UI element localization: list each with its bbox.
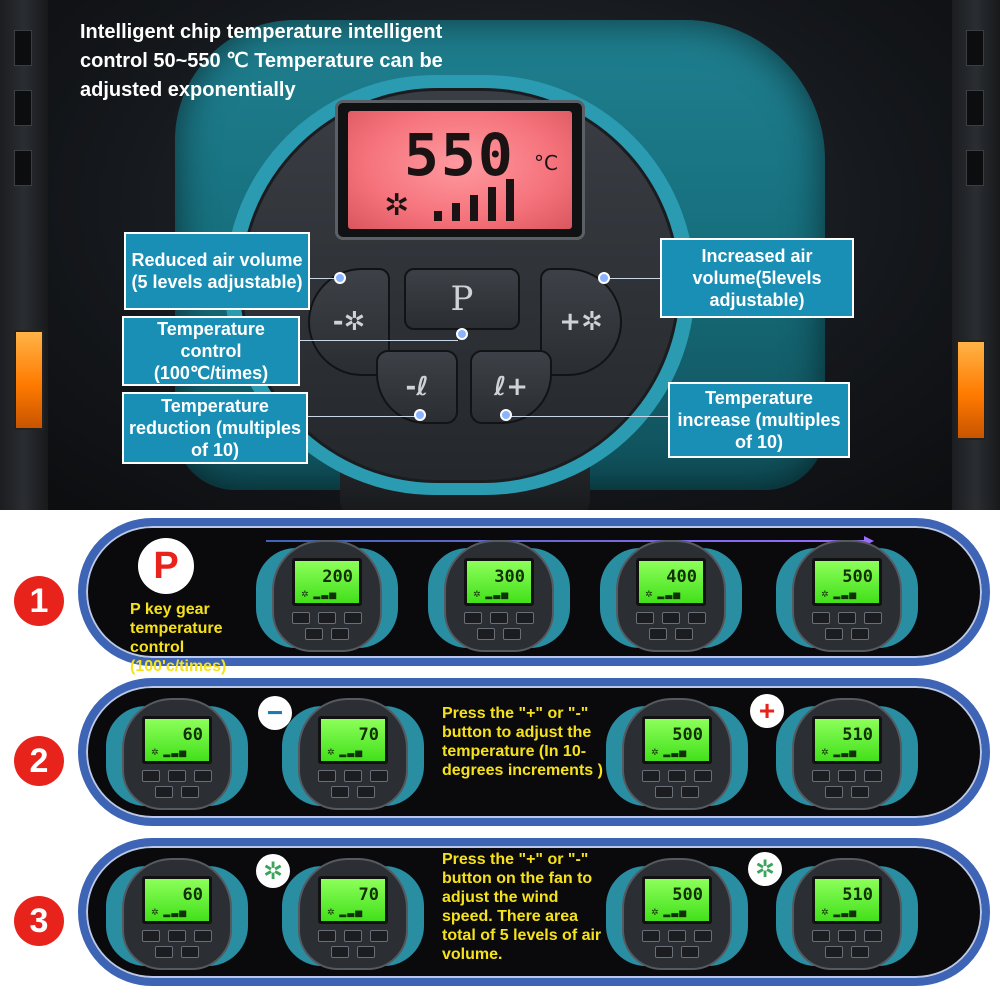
leader-line: [308, 416, 418, 417]
amber-reflector: [14, 330, 44, 430]
intro-line: control 50~550 ℃ Temperature can be: [80, 50, 443, 72]
step-3-strip: 60✲ ▂▃▅ ✲ 70✲ ▂▃▅ Press the "+" or "-" b…: [78, 838, 990, 986]
mini-lcd: 60✲ ▂▃▅: [142, 716, 212, 764]
mini-lcd-value: 70: [358, 725, 379, 745]
mini-lcd: 500✲ ▂▃▅: [642, 876, 712, 924]
pointer-dot: [334, 272, 346, 284]
mini-lcd: 400✲ ▂▃▅: [636, 558, 706, 606]
leader-line: [300, 340, 458, 341]
mini-device: 510✲ ▂▃▅: [776, 858, 918, 976]
step-1-description: P key gear temperature control (100'c/ti…: [130, 601, 227, 675]
mini-lcd-value: 60: [182, 725, 203, 745]
mini-lcd-value: 300: [494, 567, 525, 587]
mini-lcd-value: 400: [666, 567, 697, 587]
mini-lcd-value: 510: [842, 885, 873, 905]
fan-icon: ✲: [256, 854, 290, 888]
fan-icon: ✲: [748, 852, 782, 886]
pointer-dot: [456, 328, 468, 340]
mini-device: 500✲ ▂▃▅: [606, 698, 748, 816]
callout-increased-air: Increased air volume(5levels adjustable): [660, 238, 854, 318]
mini-device: 70✲ ▂▃▅: [282, 858, 424, 976]
mini-lcd-value: 70: [358, 885, 379, 905]
pointer-dot: [500, 409, 512, 421]
mini-device: 400✲ ▂▃▅: [600, 540, 742, 658]
intro-line: Intelligent chip temperature intelligent: [80, 21, 443, 43]
mini-lcd-value: 510: [842, 725, 873, 745]
step-number-1: 1: [14, 576, 64, 626]
step-number-2: 2: [14, 736, 64, 786]
mini-device: 500✲ ▂▃▅: [606, 858, 748, 976]
product-closeup: 550 °C ✲ -✲ P +✲ -ℓ ℓ+ Intelligent chip …: [0, 0, 1000, 510]
progress-arrow: [266, 536, 874, 546]
mini-lcd: 500✲ ▂▃▅: [812, 558, 882, 606]
leader-line: [606, 278, 660, 279]
rail-slot: [14, 150, 32, 186]
p-key-badge: P: [138, 538, 194, 594]
fan-level-bar: [506, 179, 514, 221]
lcd-frame: 550 °C ✲: [335, 100, 585, 240]
lcd-display: 550 °C ✲: [348, 111, 572, 229]
step-3-description: Press the "+" or "-" button on the fan t…: [442, 851, 602, 963]
mini-device: 500✲ ▂▃▅: [776, 540, 918, 658]
mini-device: 200✲ ▂▃▅: [256, 540, 398, 658]
rail-slot: [14, 90, 32, 126]
fan-level-bar: [488, 187, 496, 221]
left-rail: [0, 0, 48, 510]
right-rail: [952, 0, 1000, 510]
callout-temperature-control: Temperature control (100℃/times): [122, 316, 300, 386]
mini-lcd: 500✲ ▂▃▅: [642, 716, 712, 764]
fan-level-bars: [434, 175, 534, 221]
callout-temperature-reduction: Temperature reduction (multiples of 10): [122, 392, 308, 464]
step-2-strip: 60✲ ▂▃▅ − 70✲ ▂▃▅ Press the "+" or "-" b…: [78, 678, 990, 826]
fan-icon: ✲: [384, 188, 410, 223]
lcd-unit: °C: [534, 151, 558, 175]
mini-lcd-value: 60: [182, 885, 203, 905]
callout-temperature-increase: Temperature increase (multiples of 10): [668, 382, 850, 458]
pointer-dot: [414, 409, 426, 421]
mini-device: 510✲ ▂▃▅: [776, 698, 918, 816]
rail-slot: [966, 90, 984, 126]
mini-device: 300✲ ▂▃▅: [428, 540, 570, 658]
mini-lcd: 200✲ ▂▃▅: [292, 558, 362, 606]
mini-device: 60✲ ▂▃▅: [106, 858, 248, 976]
mini-device: 60✲ ▂▃▅: [106, 698, 248, 816]
fan-level-bar: [452, 203, 460, 221]
mini-lcd-value: 200: [322, 567, 353, 587]
p-gear-button[interactable]: P: [404, 268, 520, 330]
minus-icon: −: [258, 696, 292, 730]
rail-slot: [966, 30, 984, 66]
amber-reflector: [956, 340, 986, 440]
steps-section: 1 P P key gear temperature control (100'…: [0, 510, 1000, 1000]
fan-level-bar: [470, 195, 478, 221]
mini-lcd: 510✲ ▂▃▅: [812, 876, 882, 924]
mini-device: 70✲ ▂▃▅: [282, 698, 424, 816]
step-number-3: 3: [14, 896, 64, 946]
plus-icon: +: [750, 694, 784, 728]
fan-level-bar: [434, 211, 442, 221]
mini-lcd: 60✲ ▂▃▅: [142, 876, 212, 924]
step-2-description: Press the "+" or "-" button to adjust th…: [442, 705, 603, 779]
mini-lcd-value: 500: [672, 725, 703, 745]
leader-line: [310, 278, 340, 279]
rail-slot: [966, 150, 984, 186]
pointer-dot: [598, 272, 610, 284]
intro-text: Intelligent chip temperature intelligent…: [80, 18, 580, 105]
mini-lcd: 300✲ ▂▃▅: [464, 558, 534, 606]
leader-line: [510, 416, 668, 417]
mini-lcd-value: 500: [672, 885, 703, 905]
mini-lcd-value: 500: [842, 567, 873, 587]
rail-slot: [14, 30, 32, 66]
mini-lcd: 510✲ ▂▃▅: [812, 716, 882, 764]
mini-lcd: 70✲ ▂▃▅: [318, 716, 388, 764]
callout-reduced-air: Reduced air volume (5 levels adjustable): [124, 232, 310, 310]
step-1-strip: P P key gear temperature control (100'c/…: [78, 518, 990, 675]
lcd-temperature: 550: [404, 121, 515, 189]
mini-lcd: 70✲ ▂▃▅: [318, 876, 388, 924]
intro-line: adjusted exponentially: [80, 79, 296, 101]
